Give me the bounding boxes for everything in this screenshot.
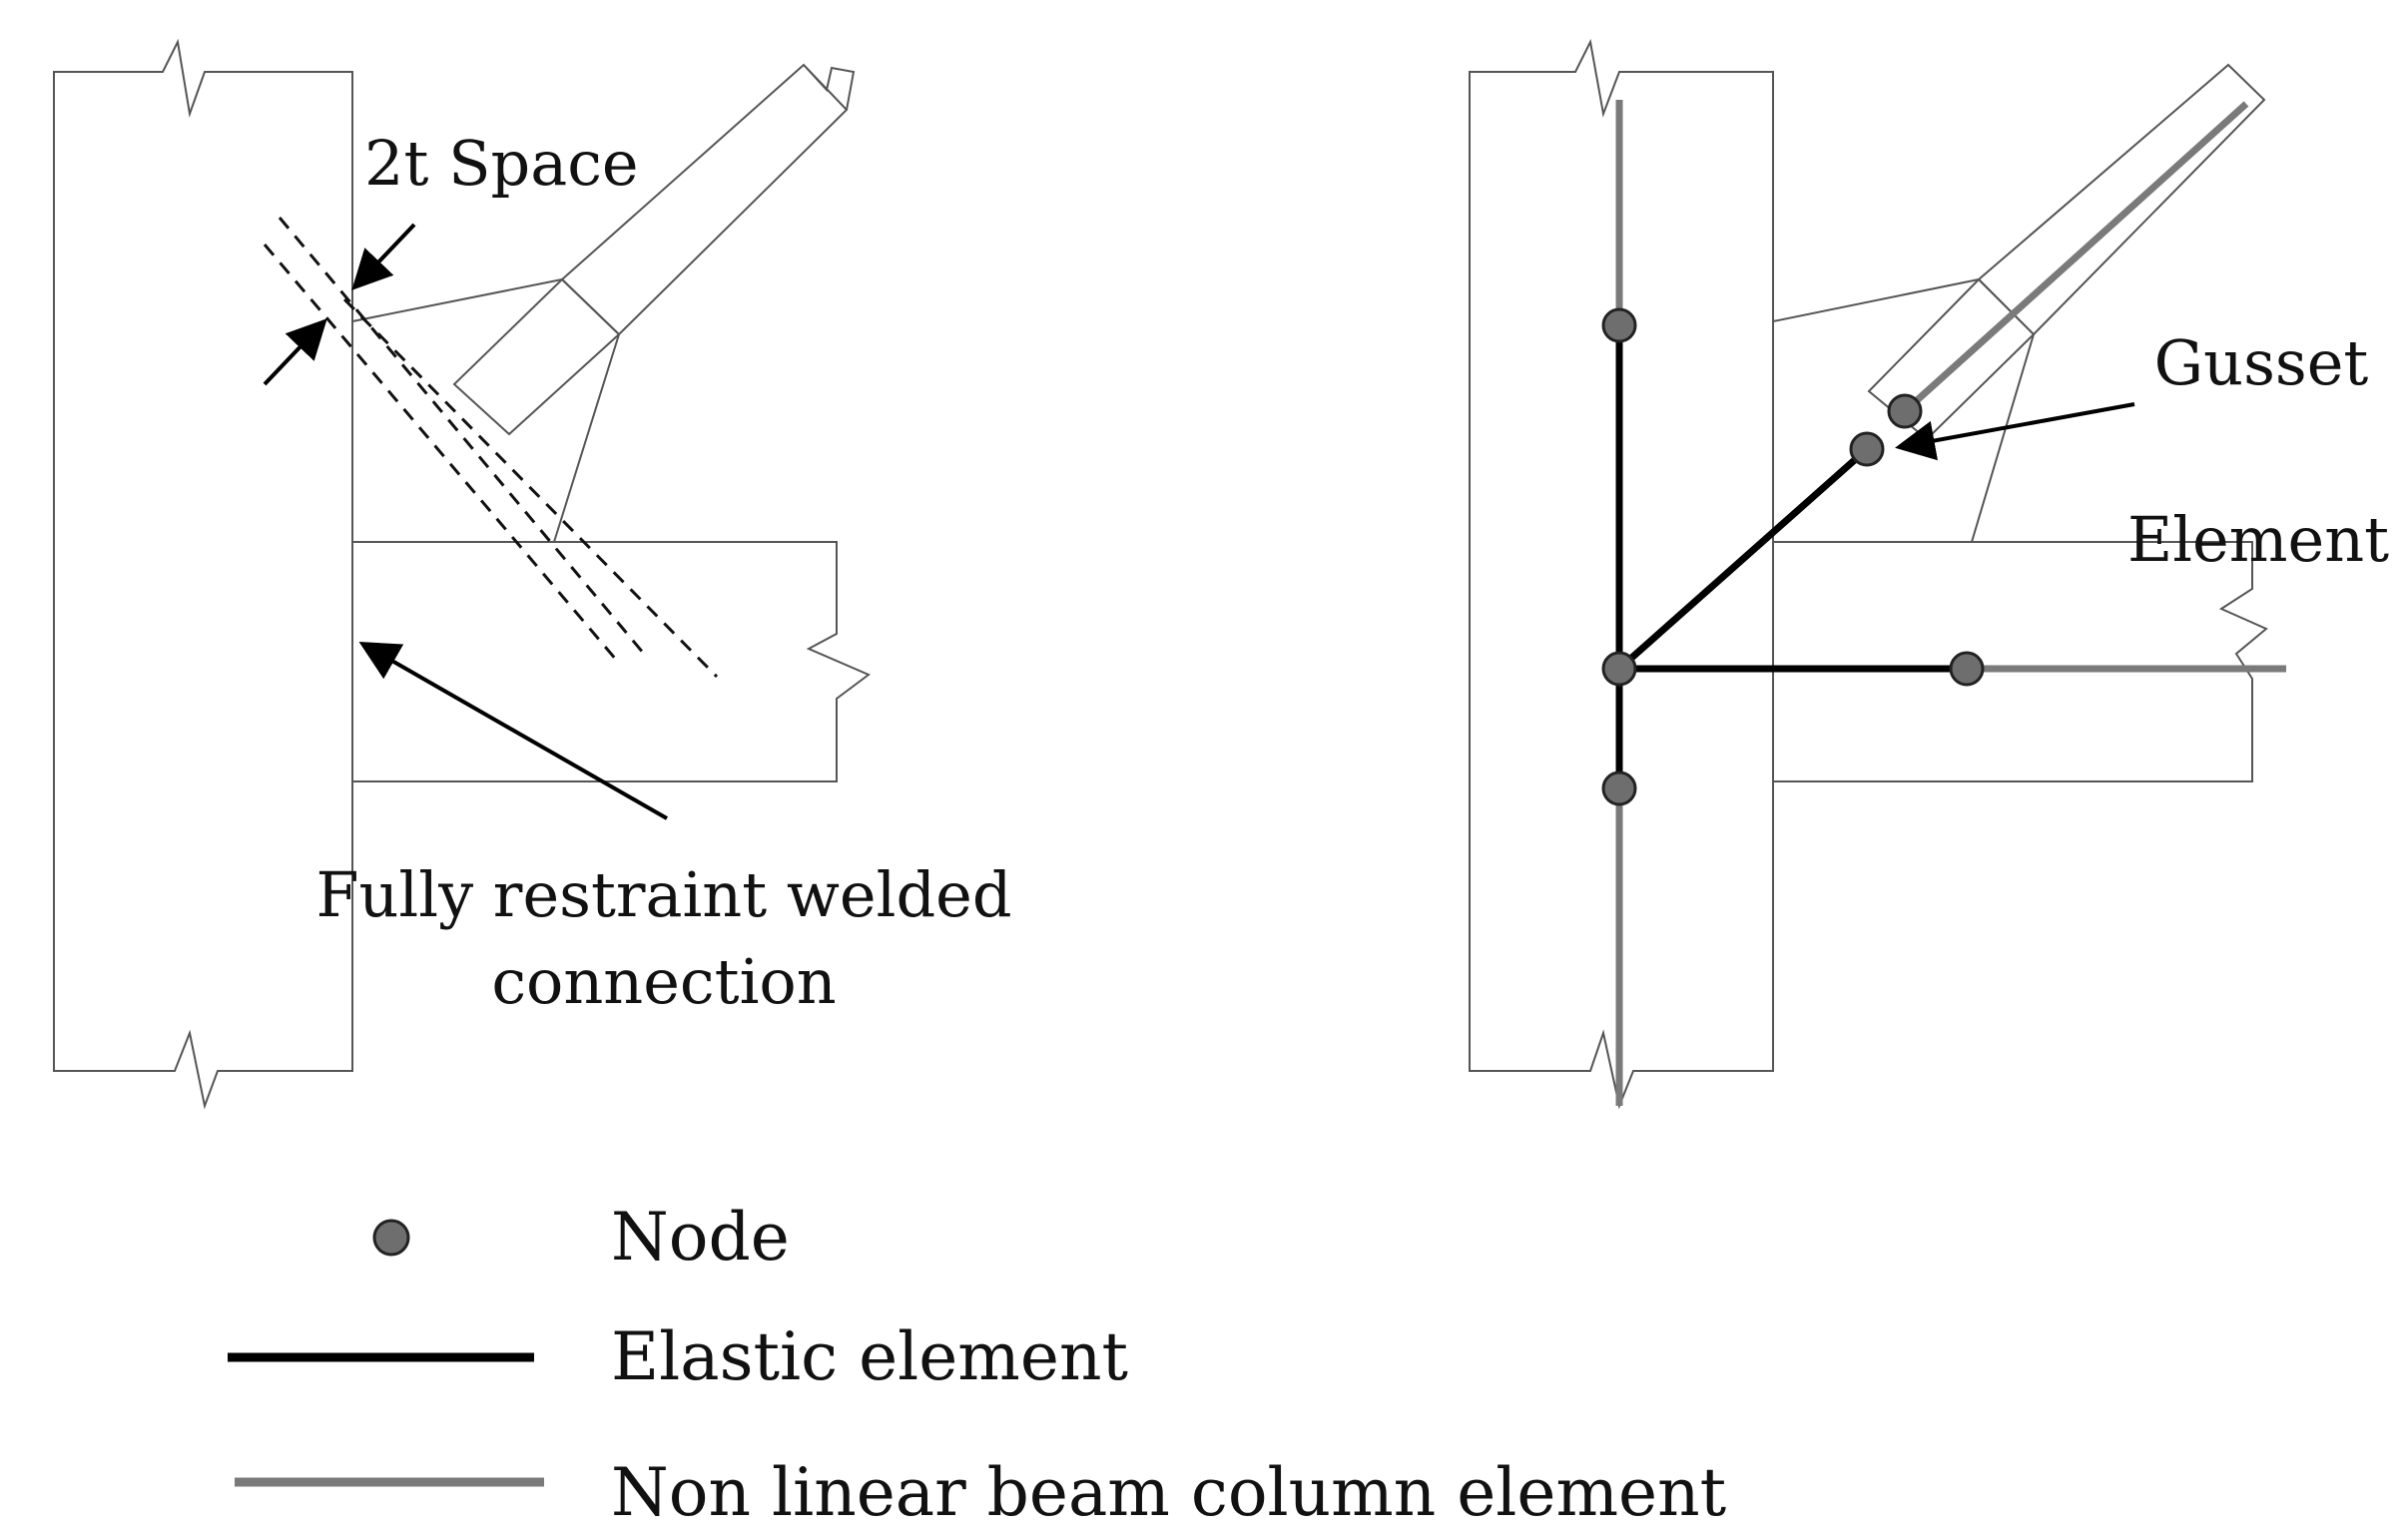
right-panel: Gusset Element xyxy=(1469,38,2389,1110)
dashed-line-3 xyxy=(342,297,719,679)
left-brace-end-line xyxy=(561,278,620,335)
weld-label-line2: connection xyxy=(491,945,836,1018)
legend-node-symbol xyxy=(372,1219,410,1257)
node-column-top xyxy=(1601,307,1637,343)
node-brace-inner xyxy=(1849,431,1885,467)
right-brace-end-line xyxy=(1978,278,2035,335)
left-panel: 2t Space Fully restraint welded connecti… xyxy=(53,38,1012,1110)
space-arrow-bottom xyxy=(263,318,327,386)
elastic-brace-link xyxy=(1616,446,1870,672)
weld-arrow xyxy=(358,642,668,820)
left-column-outline xyxy=(53,38,353,1110)
dashed-line-1 xyxy=(278,217,646,655)
left-brace-outline xyxy=(452,63,856,436)
weld-label-line1: Fully restraint welded xyxy=(315,858,1011,931)
legend-node-label: Node xyxy=(611,1199,790,1276)
legend-nonlinear-label: Non linear beam column element xyxy=(611,1454,1726,1531)
right-column-outline xyxy=(1469,38,1774,1110)
node-beam-end xyxy=(1949,651,1985,687)
node-center xyxy=(1601,651,1637,687)
dashed-line-2 xyxy=(263,244,619,662)
gusset-label-line1: Gusset xyxy=(2154,326,2369,399)
legend-elastic-label: Elastic element xyxy=(611,1318,1128,1395)
space-label: 2t Space xyxy=(364,127,639,200)
left-gusset-plate xyxy=(351,277,621,543)
legend: Node Elastic element Non linear beam col… xyxy=(228,1199,1726,1531)
left-beam-outline xyxy=(352,541,871,782)
nonlinear-brace xyxy=(1902,101,2249,414)
space-arrow-top xyxy=(351,223,416,290)
node-column-bottom xyxy=(1601,770,1637,806)
gusset-arrow xyxy=(1895,402,2135,461)
right-beam-outline xyxy=(1773,541,2268,782)
node-brace-outer xyxy=(1887,393,1923,429)
gusset-label-line2: Element xyxy=(2127,503,2389,576)
